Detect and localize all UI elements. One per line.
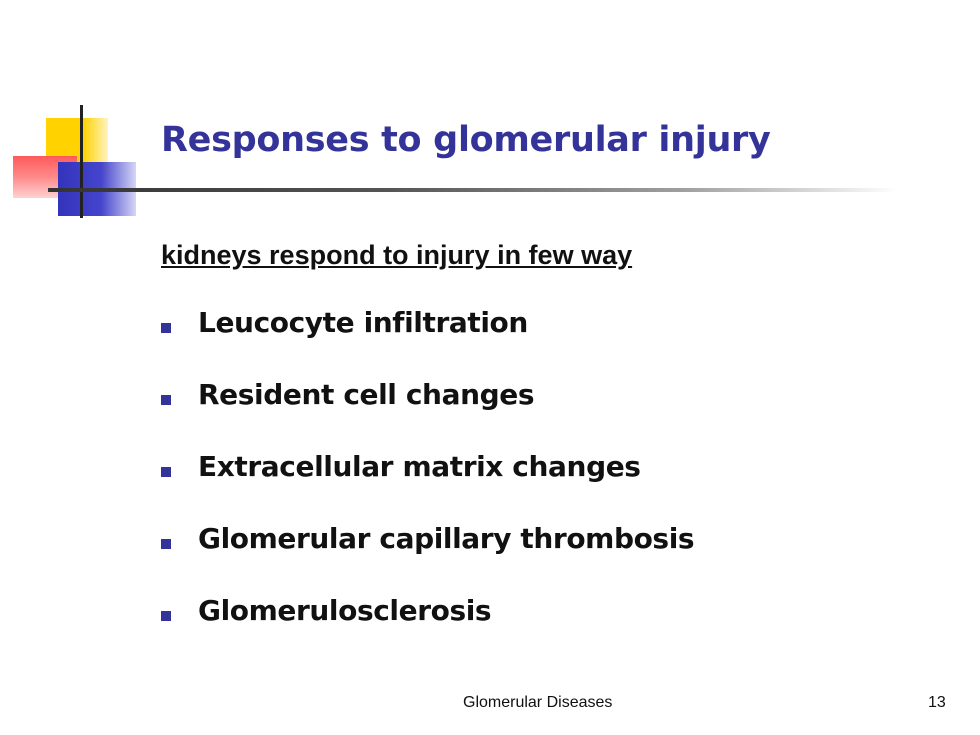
square-bullet-icon [161, 611, 171, 621]
bullet-item: Extracellular matrix changes [161, 450, 694, 522]
bullet-text: Resident cell changes [198, 378, 535, 411]
slide-page-number: 13 [928, 694, 946, 711]
decorative-vertical-line [80, 105, 83, 218]
square-bullet-icon [161, 539, 171, 549]
square-bullet-icon [161, 467, 171, 477]
slide-title: Responses to glomerular injury [161, 120, 771, 160]
title-underline-rule [48, 188, 898, 192]
bullet-item: Leucocyte infiltration [161, 306, 694, 378]
bullet-item: Glomerulosclerosis [161, 594, 694, 666]
slide-subheading: kidneys respond to injury in few way [161, 240, 633, 270]
bullet-text: Leucocyte infiltration [198, 306, 528, 339]
bullet-item: Resident cell changes [161, 378, 694, 450]
bullet-text: Glomerulosclerosis [198, 594, 492, 627]
bullet-list: Leucocyte infiltration Resident cell cha… [161, 306, 695, 666]
slide-footer: Glomerular Diseases [463, 694, 613, 711]
bullet-text: Extracellular matrix changes [198, 450, 641, 483]
square-bullet-icon [161, 395, 171, 405]
bullet-text: Glomerular capillary thrombosis [198, 522, 695, 555]
bullet-item: Glomerular capillary thrombosis [161, 522, 695, 594]
square-bullet-icon [161, 323, 171, 333]
